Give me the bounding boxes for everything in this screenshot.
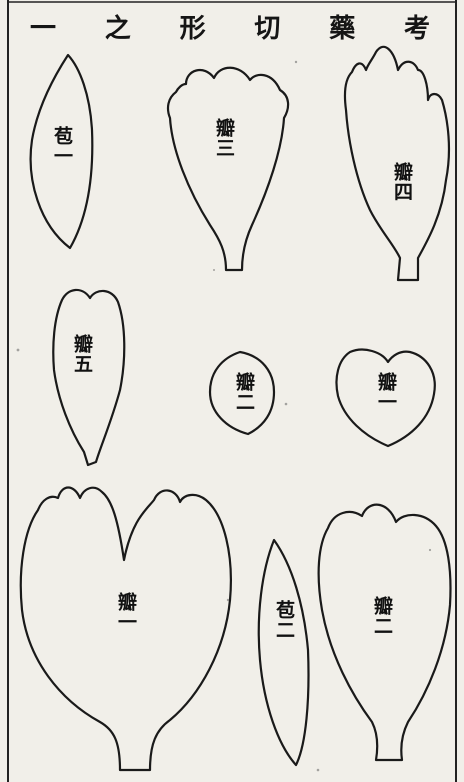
label-petal-1-large: 瓣一 (115, 592, 137, 632)
title-char-3: 形 (179, 13, 206, 44)
petal-3-outline (166, 66, 290, 272)
label-petal-3: 瓣三 (213, 118, 235, 158)
label-bract-2: 苞二 (273, 600, 295, 640)
bract-2-outline (257, 538, 310, 767)
petal-1-large-outline (19, 486, 232, 772)
label-petal-4: 瓣四 (391, 162, 413, 202)
title-char-6: 考 (403, 13, 430, 44)
title-char-4: 切 (254, 13, 281, 44)
title-char-2: 之 (104, 13, 131, 44)
page-title: 一 之 形 切 藥 考 (30, 10, 430, 44)
label-petal-2-large: 瓣二 (371, 596, 393, 636)
petal-4-outline (343, 45, 451, 282)
label-petal-2-small: 瓣二 (233, 372, 255, 412)
petal-5-outline (52, 288, 126, 467)
petal-2-small-outline (208, 350, 276, 436)
petal-1-small-outline (335, 348, 436, 448)
print-speckles (16, 60, 432, 772)
title-char-1: 一 (30, 13, 57, 44)
label-petal-1-small: 瓣一 (375, 372, 397, 412)
label-petal-5: 瓣五 (71, 334, 93, 374)
petal-2-large-outline (317, 503, 452, 762)
title-char-5: 藥 (329, 13, 356, 44)
bract-1-outline (29, 53, 94, 250)
label-bract-1: 苞一 (51, 126, 73, 166)
